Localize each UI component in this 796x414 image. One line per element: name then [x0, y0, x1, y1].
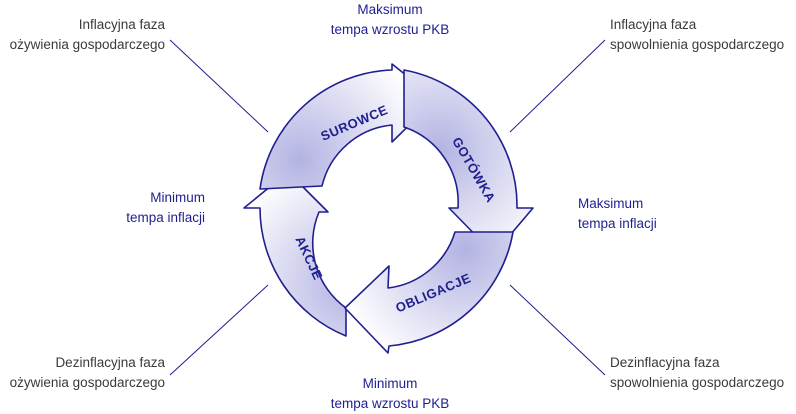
connector-line-top-left — [169, 39, 269, 133]
phase-label-top-right: Inflacyjna faza spowolnienia gospodarcze… — [610, 17, 785, 52]
arrow-akcje — [243, 171, 347, 337]
connector-line-top-right — [509, 39, 606, 133]
axis-label-left: Minimum tempa inflacji — [126, 190, 205, 225]
arrow-gotowka — [403, 69, 534, 255]
axis-label-right: Maksimum tempa inflacji — [578, 196, 657, 231]
arrow-obligacje — [344, 231, 514, 354]
phase-label-top-left: Inflacyjna faza ożywienia gospodarczego — [9, 17, 165, 52]
axis-label-bottom: Minimum tempa wzrostu PKB — [330, 376, 450, 411]
axis-label-top: Maksimum tempa wzrostu PKB — [330, 2, 450, 37]
phase-label-bottom-right: Dezinflacyjna faza spowolnienia gospodar… — [610, 355, 785, 390]
connector-line-bottom-left — [169, 284, 269, 376]
arrow-surowce — [259, 63, 437, 190]
connector-line-bottom-right — [509, 284, 606, 376]
phase-label-bottom-left: Dezinflacyjna faza ożywienia gospodarcze… — [9, 355, 165, 390]
